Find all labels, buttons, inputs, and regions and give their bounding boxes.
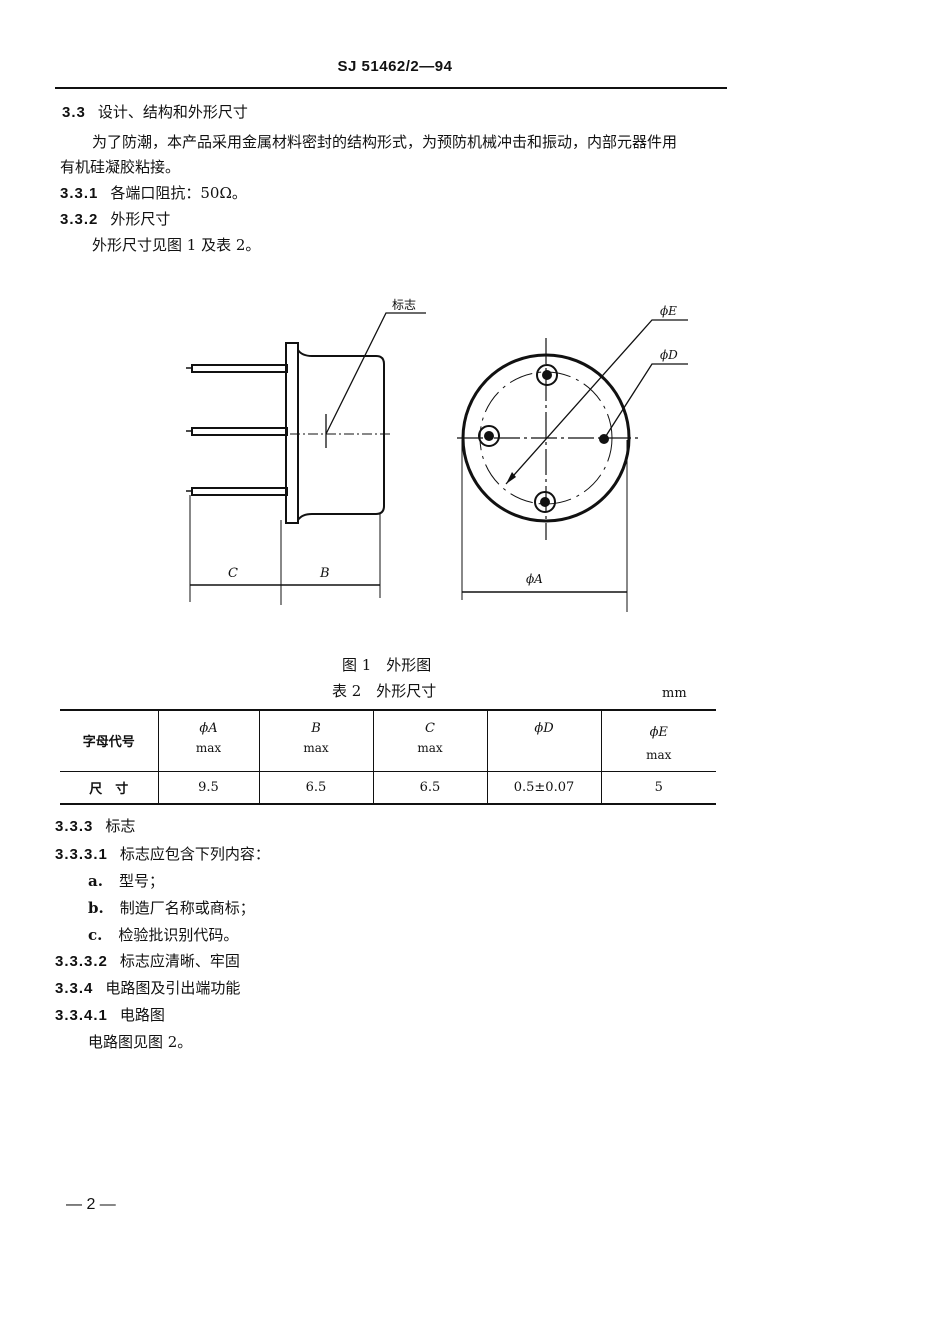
section-3-3-4: 3.3.4 电路图及引出端功能: [55, 978, 240, 999]
section-title: 各端口阻抗：50Ω。: [110, 184, 247, 202]
dimension-label-c: C: [228, 566, 238, 581]
section-title: 标志: [105, 817, 136, 835]
section-number: 3.3.1: [60, 185, 99, 202]
section-3-3-4-1: 3.3.4.1 电路图: [55, 1005, 165, 1026]
dimension-label-b: B: [320, 566, 330, 581]
paragraph-line: 为了防潮，本产品采用金属材料密封的结构形式，为预防机械冲击和振动，内部元器件用: [92, 133, 678, 151]
section-title: 标志应包含下列内容：: [119, 845, 270, 863]
dimension-label-phi-a: ϕA: [526, 572, 543, 586]
paragraph: 外形尺寸见图 1 及表 2。: [92, 236, 261, 254]
section-number: 3.3.4: [55, 980, 94, 997]
section-3-3-3: 3.3.3 标志: [55, 816, 135, 837]
list-item-label: c.: [88, 926, 103, 944]
figure-1-outline-drawing: [186, 312, 688, 612]
list-item: c. 检验批识别代码。: [88, 925, 238, 945]
value-cell: 6.5: [372, 771, 487, 805]
dimension-label-phi-d: ϕD: [660, 348, 678, 362]
table-2-caption: 表 2 外形尺寸: [332, 682, 437, 700]
marking-callout-label: 标志: [392, 298, 417, 312]
list-item-label: a.: [88, 872, 103, 890]
list-item-label: b.: [88, 899, 104, 917]
list-item: a. 型号；: [88, 871, 164, 891]
header-cell: 字母代号: [60, 709, 158, 772]
list-item-text: 检验批识别代码。: [118, 926, 239, 944]
row-label-cell: 尺 寸: [60, 771, 158, 805]
section-title: 标志应清晰、牢固: [119, 952, 240, 970]
header-rule: [55, 87, 727, 89]
document-id-header: SJ 51462/2—94: [337, 58, 453, 75]
paragraph-line: 有机硅凝胶粘接。: [60, 158, 181, 176]
lead-top: [191, 364, 288, 373]
value-cell: 9.5: [157, 771, 259, 805]
list-item-text: 型号；: [118, 872, 164, 890]
section-number: 3.3.4.1: [55, 1007, 108, 1024]
list-item: b. 制造厂名称或商标；: [88, 898, 255, 918]
section-3-3-3-1: 3.3.3.1 标志应包含下列内容：: [55, 844, 270, 865]
section-3-3-3-2: 3.3.3.2 标志应清晰、牢固: [55, 951, 240, 972]
list-item-text: 制造厂名称或商标；: [119, 899, 255, 917]
section-3-3-heading: 3.3 设计、结构和外形尺寸: [62, 102, 248, 123]
dimension-label-phi-e: ϕE: [660, 304, 677, 318]
section-title: 电路图及引出端功能: [105, 979, 241, 997]
section-title: 外形尺寸: [110, 210, 171, 228]
paragraph: 电路图见图 2。: [88, 1033, 193, 1051]
section-number: 3.3: [62, 104, 86, 121]
page-number: — 2 —: [66, 1196, 116, 1213]
section-number: 3.3.3: [55, 818, 94, 835]
section-3-3-1: 3.3.1 各端口阻抗：50Ω。: [60, 183, 247, 204]
section-title: 设计、结构和外形尺寸: [97, 103, 248, 121]
value-cell: 6.5: [258, 771, 373, 805]
figure-1-caption: 图 1 外形图: [342, 656, 432, 674]
value-cell: 5: [600, 771, 716, 805]
section-3-3-2: 3.3.2 外形尺寸: [60, 209, 170, 230]
section-title: 电路图: [119, 1006, 165, 1024]
section-number: 3.3.3.2: [55, 953, 108, 970]
table-unit: mm: [662, 686, 687, 701]
section-number: 3.3.2: [60, 211, 99, 228]
section-number: 3.3.3.1: [55, 846, 108, 863]
table-row: 尺 寸 9.5 6.5 6.5 0.5±0.07 5: [60, 771, 716, 805]
value-cell: 0.5±0.07: [486, 771, 601, 805]
header-cell: ϕD: [486, 709, 601, 772]
